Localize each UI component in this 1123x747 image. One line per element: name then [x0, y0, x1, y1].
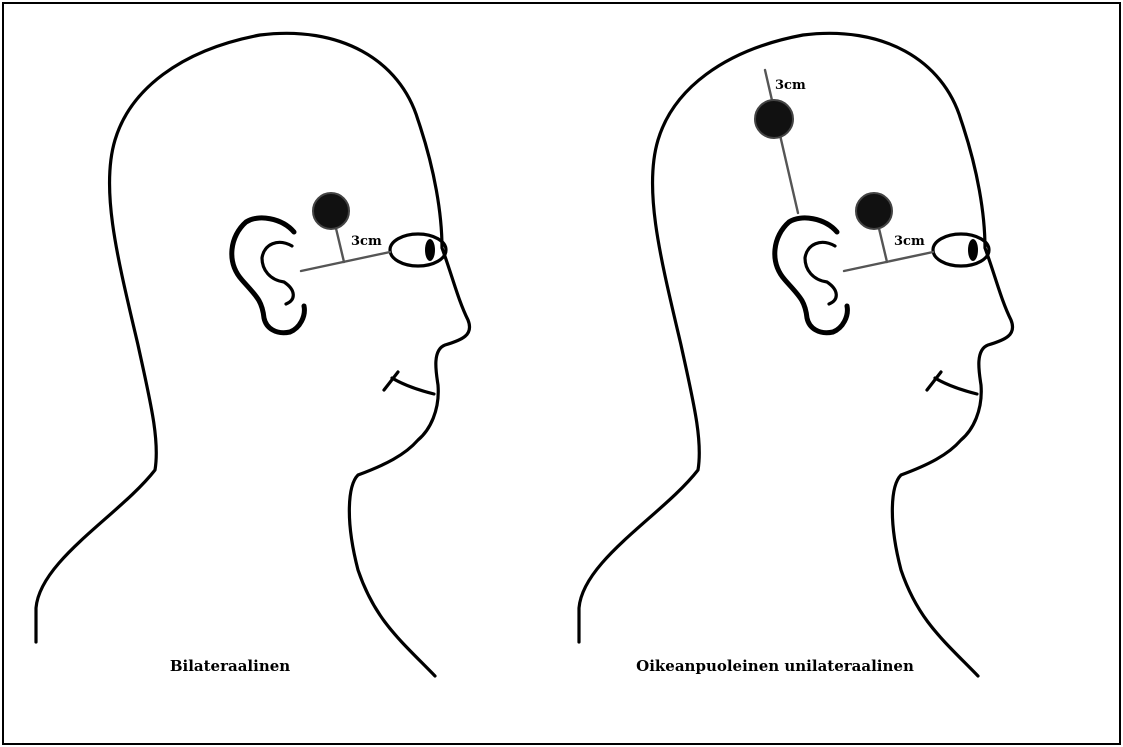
panel-right-unilateral: 3cm 3cm Oikeanpuoleinen unilateraalinen	[579, 33, 1013, 676]
measurement-label-temporal: 3cm	[894, 234, 925, 249]
panel-bilateral: 3cm Bilateraalinen	[36, 33, 470, 676]
eye	[390, 234, 446, 266]
mouth	[384, 372, 434, 394]
eye	[933, 234, 989, 266]
electrode-temporal	[313, 193, 349, 229]
electrode-temporal	[856, 193, 892, 229]
head-profile-outline	[36, 33, 470, 676]
ear-inner	[262, 242, 293, 304]
pupil	[425, 239, 435, 261]
ear-inner	[805, 242, 836, 304]
panel-caption-bilateral: Bilateraalinen	[170, 657, 290, 675]
tragus-to-canthus-line	[301, 252, 390, 271]
measurement-label: 3cm	[351, 234, 382, 249]
mouth	[927, 372, 977, 394]
measurement-label-vertex: 3cm	[775, 78, 806, 93]
panel-caption-right-unilateral: Oikeanpuoleinen unilateraalinen	[636, 657, 914, 675]
tragus-to-canthus-line	[844, 252, 933, 271]
electrode-vertex	[755, 100, 793, 138]
pupil	[968, 239, 978, 261]
head-profile-outline	[579, 33, 1013, 676]
